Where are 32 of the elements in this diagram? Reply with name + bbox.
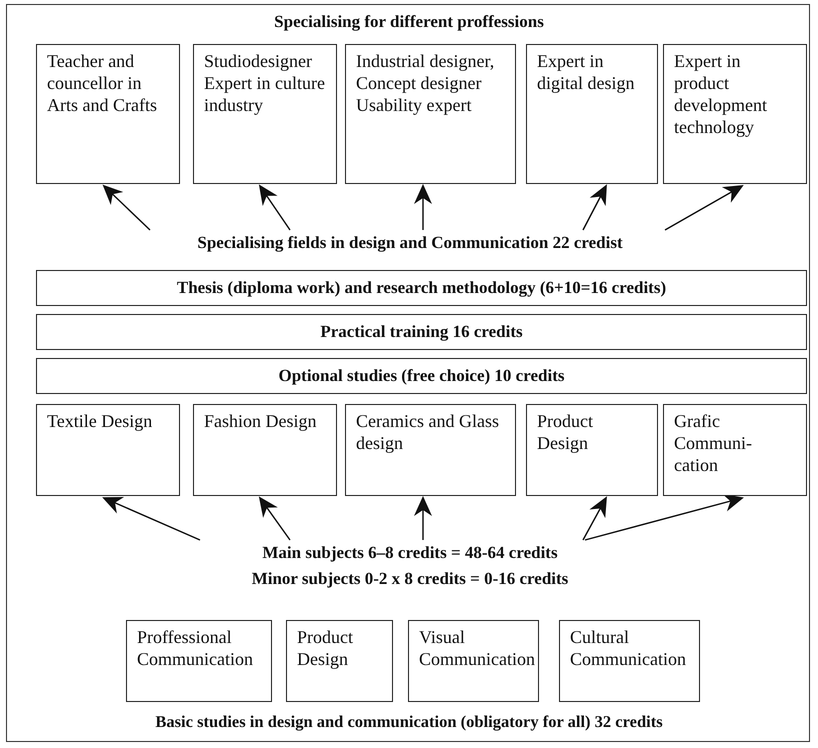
subject-box: Ceramics and Glass design	[345, 404, 516, 496]
arrow	[258, 184, 291, 230]
arrow	[414, 184, 432, 230]
subject-box: Proffessional Communication	[126, 620, 272, 702]
subject-box: Fashion Design	[193, 404, 337, 496]
subject-box: Teacher and councellor in Arts and Crafts	[36, 44, 180, 184]
text-label: Main subjects 6–8 credits = 48-64 credits	[262, 542, 558, 564]
subject-box: Textile Design	[36, 404, 180, 496]
arrow	[582, 496, 607, 540]
arrow	[414, 496, 432, 540]
arrow	[584, 494, 744, 541]
subject-box: Studiodesigner Expert in culture industry	[193, 44, 337, 184]
subject-box: Grafic Communi- cation	[663, 404, 807, 496]
study-bar: Optional studies (free choice) 10 credits	[36, 358, 807, 394]
diagram-title: Specialising for different proffessions	[273, 12, 545, 32]
subject-box: Cultural Communication	[559, 620, 700, 702]
subject-box: Expert in product development technology	[663, 44, 807, 184]
subject-box: Product Design	[526, 404, 658, 496]
subject-box: Expert in digital design	[526, 44, 658, 184]
text-label: Minor subjects 0-2 x 8 credits = 0-16 credits	[252, 568, 568, 590]
subject-box: Industrial designer, Concept designer Usability expert	[345, 44, 516, 184]
arrow	[102, 496, 200, 541]
text-label: Specialising fields in design and Communication 22 credist	[197, 232, 623, 254]
subject-box: Product Design	[286, 620, 393, 702]
arrow	[102, 184, 150, 230]
study-bar: Thesis (diploma work) and research methodology (6+10=16 credits)	[36, 270, 807, 306]
arrow	[258, 496, 291, 540]
study-bar: Practical training 16 credits	[36, 314, 807, 350]
arrow	[582, 184, 607, 230]
arrow	[664, 185, 744, 231]
footer-caption: Basic studies in design and communication (obligatory for all) 32 credits	[154, 712, 664, 732]
subject-box: Visual Communication	[408, 620, 539, 702]
